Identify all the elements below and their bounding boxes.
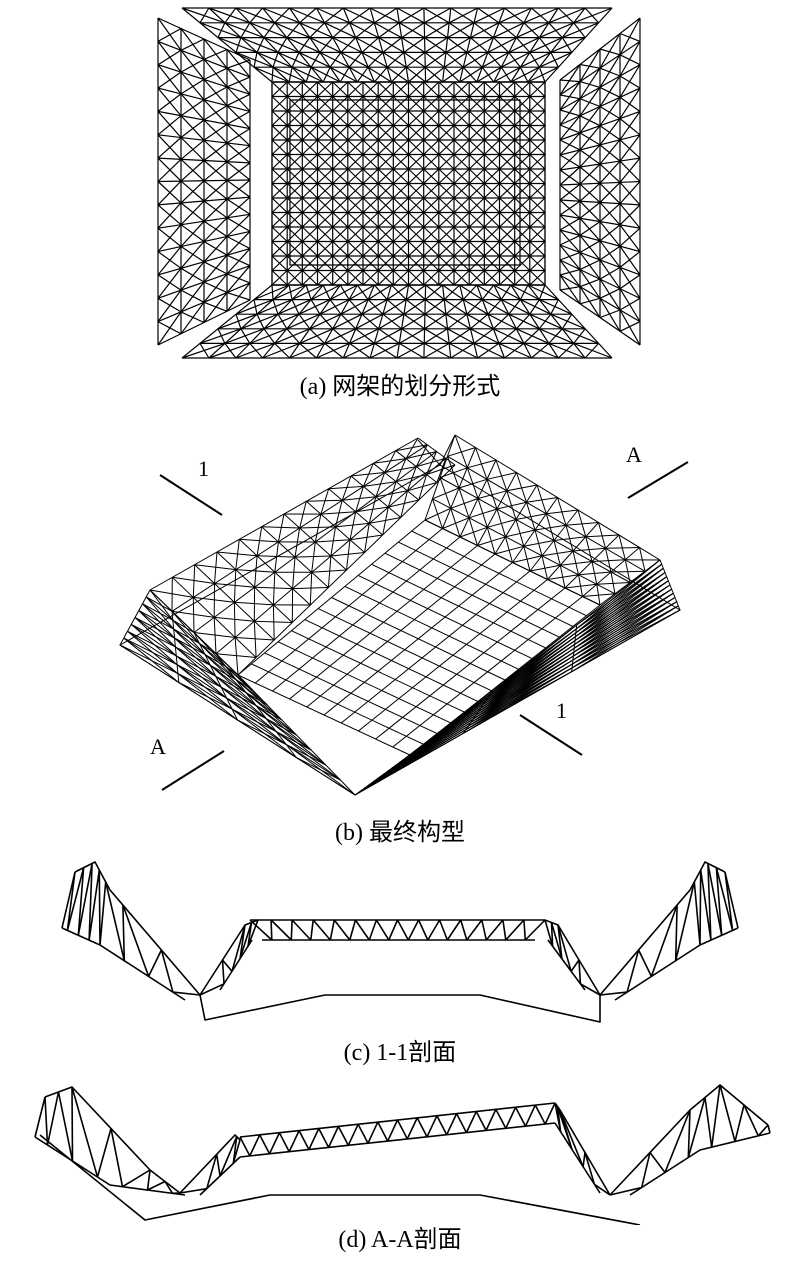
- label-1-right: 1: [556, 698, 567, 723]
- section-mark-1-right: [519, 714, 583, 756]
- panel-b: 1 A A 1 (b) 最终构型: [0, 420, 800, 860]
- section-mark-A-right: [627, 461, 689, 499]
- label-1-left: 1: [198, 456, 209, 481]
- caption-c: (c) 1-1剖面: [343, 1040, 457, 1066]
- label-A-left: A: [150, 734, 166, 759]
- label-A-right: A: [626, 442, 642, 467]
- panel-d: (d) A-A剖面: [0, 1075, 800, 1261]
- section-mark-1-left: [159, 474, 223, 516]
- section-A-A: [34, 1084, 771, 1225]
- panel-a: (a) 网架的划分形式: [0, 0, 800, 410]
- caption-d: (d) A-A剖面: [338, 1227, 462, 1253]
- caption-a: (a) 网架的划分形式: [299, 374, 501, 400]
- grid-division-plan: [157, 7, 641, 359]
- final-configuration-iso: 1 A A 1: [119, 434, 689, 796]
- caption-b: (b) 最终构型: [335, 820, 465, 846]
- panel-c: (c) 1-1剖面: [0, 850, 800, 1066]
- section-mark-A-left: [161, 750, 225, 791]
- section-1-1: [61, 861, 739, 1023]
